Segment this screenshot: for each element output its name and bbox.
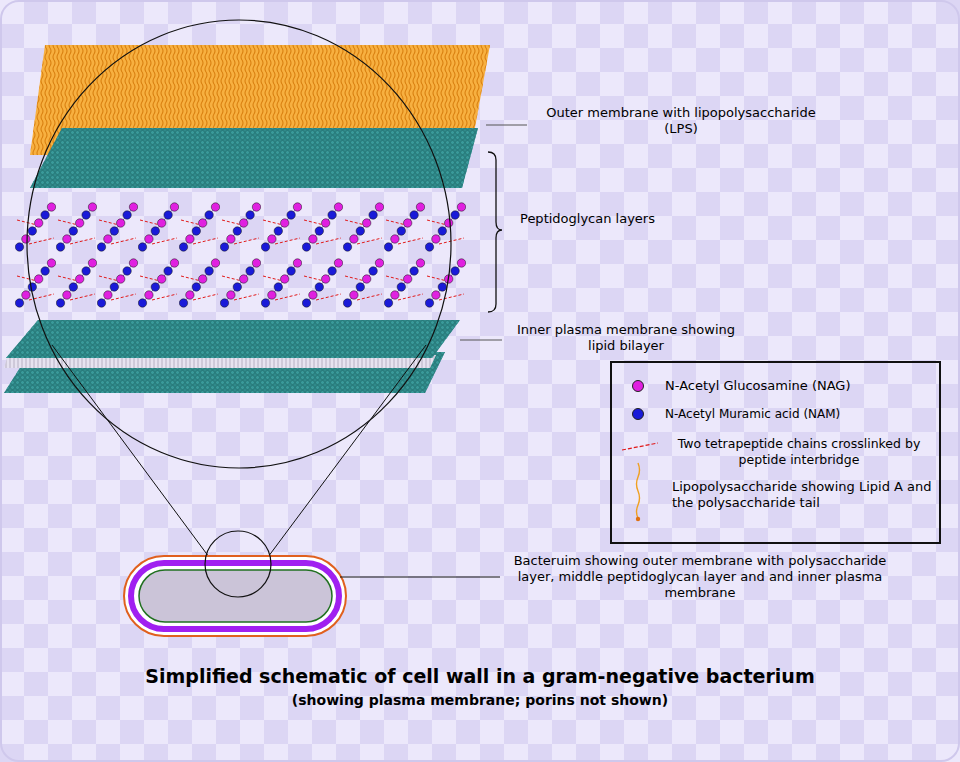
part-label: Inner plasma membrane showing lipid bila… [507,322,745,354]
part-label: Bacteruim showing outer membrane with po… [509,553,891,601]
diagram-caption: (showing plasma membrane; porins not sho… [0,691,960,709]
leader-line [340,577,500,578]
legend-text: N-Acetyl Glucosamine (NAG) [665,378,851,394]
legend-sample-crosslink [622,443,658,450]
bracket [488,152,502,312]
legend-text: N-Acetyl Muramic acid (NAM) [665,406,840,422]
zoom-line [52,345,209,557]
legend-text: Two tetrapeptide chains crosslinked by p… [663,436,935,468]
outer-membrane-lps [30,45,490,188]
zoom-circle [205,531,271,597]
legend-swatch [632,380,644,392]
magnifier-circle [27,20,451,468]
part-label: Peptidoglycan layers [520,211,655,227]
legend-box [611,362,940,543]
legend-text: Lipopolysaccharide showing Lipid A and t… [672,479,934,511]
diagram-title: Simplified schematic of cell wall in a g… [0,664,960,688]
part-label: Outer membrane with lipopolysaccharide (… [531,105,831,137]
leader-line [486,125,527,126]
leader-line [460,340,502,341]
zoom-line [268,345,426,557]
peptidoglycan-layers [15,200,466,308]
bacterium-rod [124,556,346,636]
legend-swatch [632,408,644,420]
legend-sample-lps [636,463,640,521]
